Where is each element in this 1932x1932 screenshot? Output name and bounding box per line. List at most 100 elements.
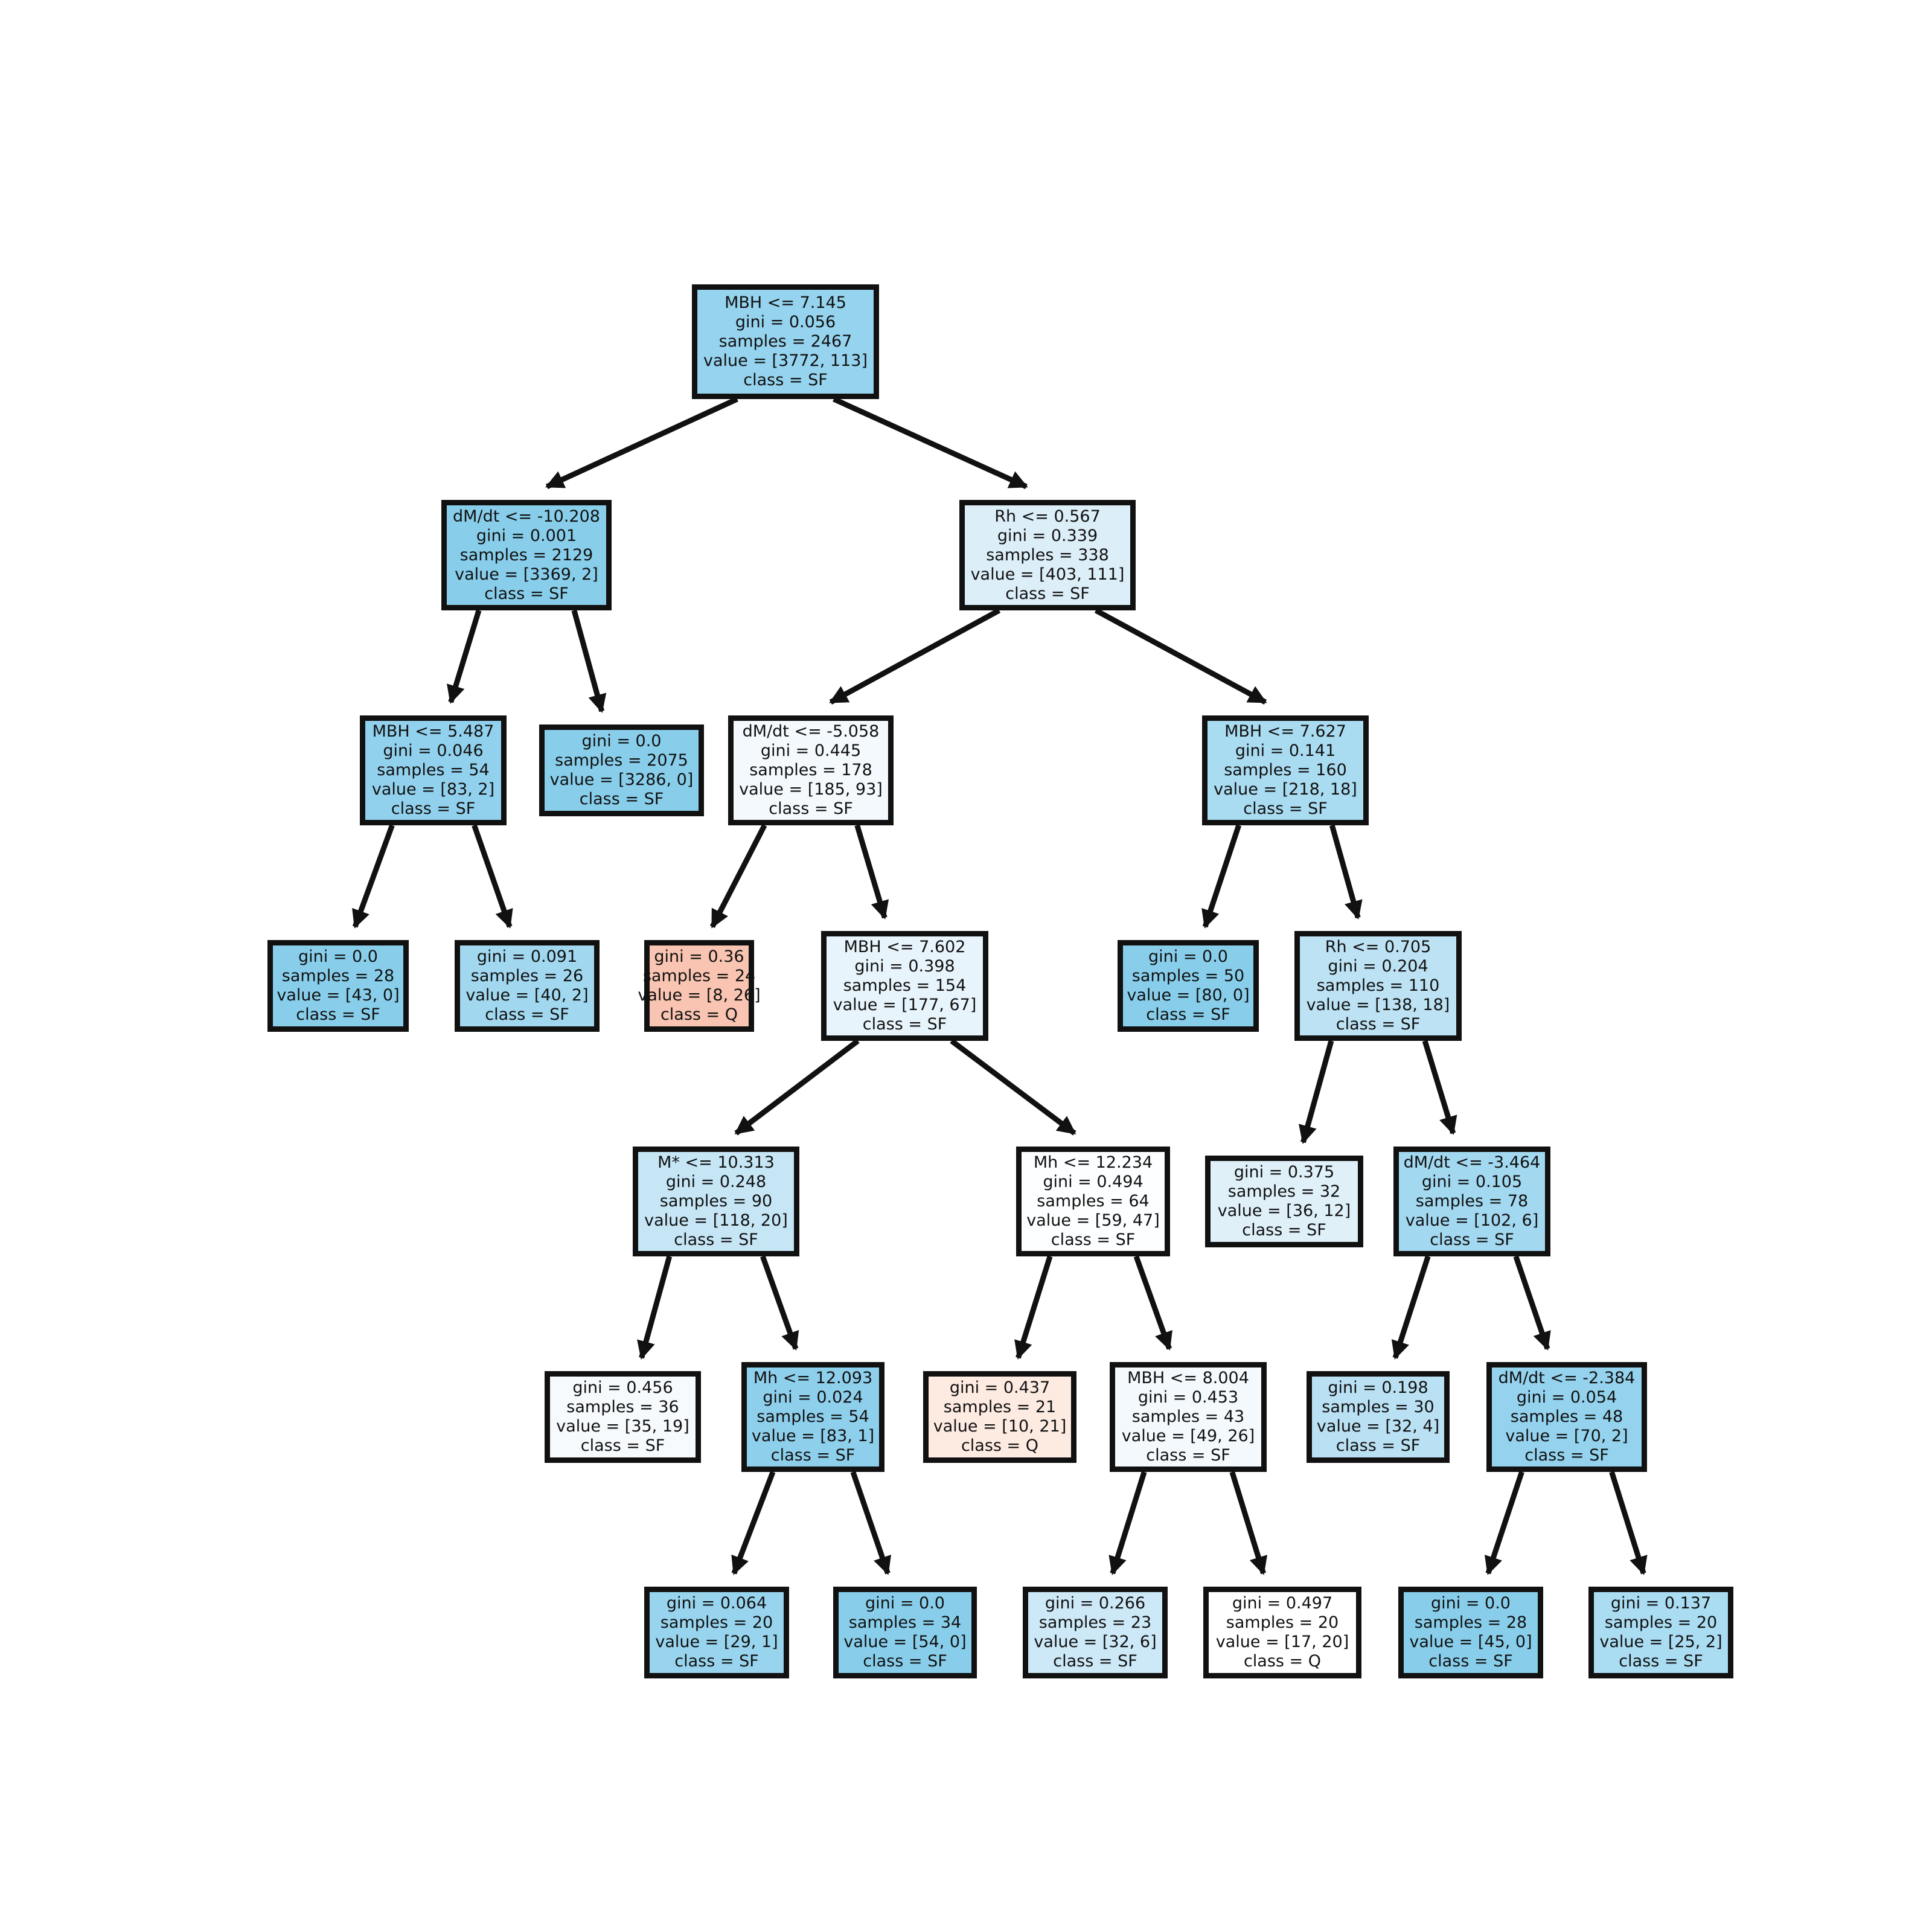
node-line: MBH <= 7.627 <box>1224 722 1346 741</box>
node-line: Mh <= 12.234 <box>1033 1153 1153 1172</box>
tree-edge-n14-n19 <box>1014 1255 1053 1360</box>
node-line: gini = 0.204 <box>1328 957 1428 976</box>
tree-edge-n13-n17 <box>637 1255 673 1360</box>
tree-edge-n13-n18 <box>760 1255 799 1351</box>
node-line: gini = 0.064 <box>666 1594 767 1613</box>
node-line: gini = 0.453 <box>1137 1388 1239 1407</box>
node-line: value = [59, 47] <box>1026 1211 1160 1230</box>
node-line: class = SF <box>863 1652 947 1671</box>
node-line: MBH <= 7.602 <box>843 938 966 956</box>
tree-edge-n3-n6 <box>472 824 513 929</box>
tree-edge-n16-n22 <box>1513 1255 1551 1351</box>
tree-edge-n7-n9 <box>709 824 767 929</box>
node-line: gini = 0.105 <box>1421 1172 1523 1191</box>
tree-edge-n22-n27 <box>1484 1471 1524 1575</box>
tree-edge-n7-n10 <box>854 824 889 920</box>
node-line: samples = 50 <box>1131 967 1245 985</box>
node-line: samples = 34 <box>848 1613 962 1632</box>
tree-edge-n18-n24 <box>850 1471 891 1575</box>
node-line: value = [70, 2] <box>1505 1427 1628 1445</box>
node-line: value = [403, 111] <box>970 565 1125 584</box>
node-line: class = SF <box>484 584 569 603</box>
node-line: value = [35, 19] <box>556 1417 689 1436</box>
node-line: value = [83, 1] <box>751 1427 875 1445</box>
tree-edge-n22-n28 <box>1609 1471 1648 1575</box>
node-line: samples = 36 <box>566 1398 679 1416</box>
node-line: gini = 0.445 <box>760 741 862 760</box>
node-line: value = [8, 26] <box>638 986 761 1005</box>
node-line: samples = 20 <box>1604 1613 1718 1632</box>
tree-edge-n3-n5 <box>352 824 395 929</box>
node-line: gini = 0.398 <box>854 957 955 976</box>
node-line: value = [83, 2] <box>371 780 495 799</box>
tree-edge-n18-n23 <box>731 1471 776 1575</box>
node-line: class = Q <box>660 1005 738 1024</box>
node-line: value = [43, 0] <box>277 986 400 1005</box>
node-line: value = [177, 67] <box>833 996 977 1014</box>
node-line: class = SF <box>1005 584 1090 603</box>
node-line: MBH <= 8.004 <box>1127 1369 1249 1387</box>
node-line: value = [138, 18] <box>1306 996 1450 1014</box>
node-line: value = [3286, 0] <box>549 770 694 789</box>
node-line: class = SF <box>770 1446 856 1465</box>
node-line: samples = 178 <box>749 761 872 779</box>
node-line: value = [54, 0] <box>843 1633 967 1651</box>
node-line: gini = 0.137 <box>1610 1594 1712 1613</box>
tree-edge-n20-n26 <box>1229 1471 1268 1575</box>
node-line: samples = 78 <box>1415 1192 1529 1211</box>
node-line: class = SF <box>1053 1652 1137 1671</box>
node-line: value = [80, 0] <box>1127 986 1250 1005</box>
node-line: gini = 0.0 <box>581 732 662 750</box>
node-line: samples = 338 <box>986 545 1109 565</box>
node-line: MBH <= 7.145 <box>724 293 846 312</box>
node-line: value = [10, 21] <box>933 1417 1067 1436</box>
node-line: samples = 28 <box>281 967 395 985</box>
tree-edge-n14-n20 <box>1133 1255 1172 1351</box>
node-line: gini = 0.0 <box>1148 947 1228 966</box>
node-line: dM/dt <= -5.058 <box>742 722 880 741</box>
node-line: Rh <= 0.567 <box>994 507 1101 526</box>
node-line: samples = 110 <box>1316 976 1440 995</box>
node-line: class = SF <box>1335 1015 1421 1034</box>
node-line: class = Q <box>1243 1652 1322 1671</box>
node-line: samples = 2075 <box>555 751 688 770</box>
node-line: value = [3772, 113] <box>703 351 868 370</box>
tree-edge-n8-n12 <box>1329 824 1363 920</box>
node-line: gini = 0.0 <box>1431 1594 1511 1613</box>
node-line: gini = 0.497 <box>1232 1594 1333 1613</box>
tree-edge-n2-n8 <box>1094 608 1267 705</box>
node-line: gini = 0.456 <box>572 1378 673 1397</box>
node-line: class = SF <box>1430 1230 1514 1249</box>
node-line: samples = 30 <box>1322 1398 1435 1416</box>
node-line: class = SF <box>485 1005 569 1024</box>
node-line: gini = 0.0 <box>865 1594 945 1613</box>
node-line: samples = 43 <box>1131 1407 1245 1426</box>
node-line: class = SF <box>580 1436 665 1455</box>
node-line: gini = 0.141 <box>1235 741 1336 760</box>
node-line: value = [25, 2] <box>1599 1633 1722 1651</box>
node-line: dM/dt <= -10.208 <box>453 507 600 526</box>
node-line: class = SF <box>391 799 476 818</box>
node-line: value = [45, 0] <box>1409 1633 1532 1651</box>
node-line: class = SF <box>579 790 664 808</box>
node-line: gini = 0.339 <box>997 526 1098 545</box>
node-line: MBH <= 5.487 <box>372 722 494 741</box>
